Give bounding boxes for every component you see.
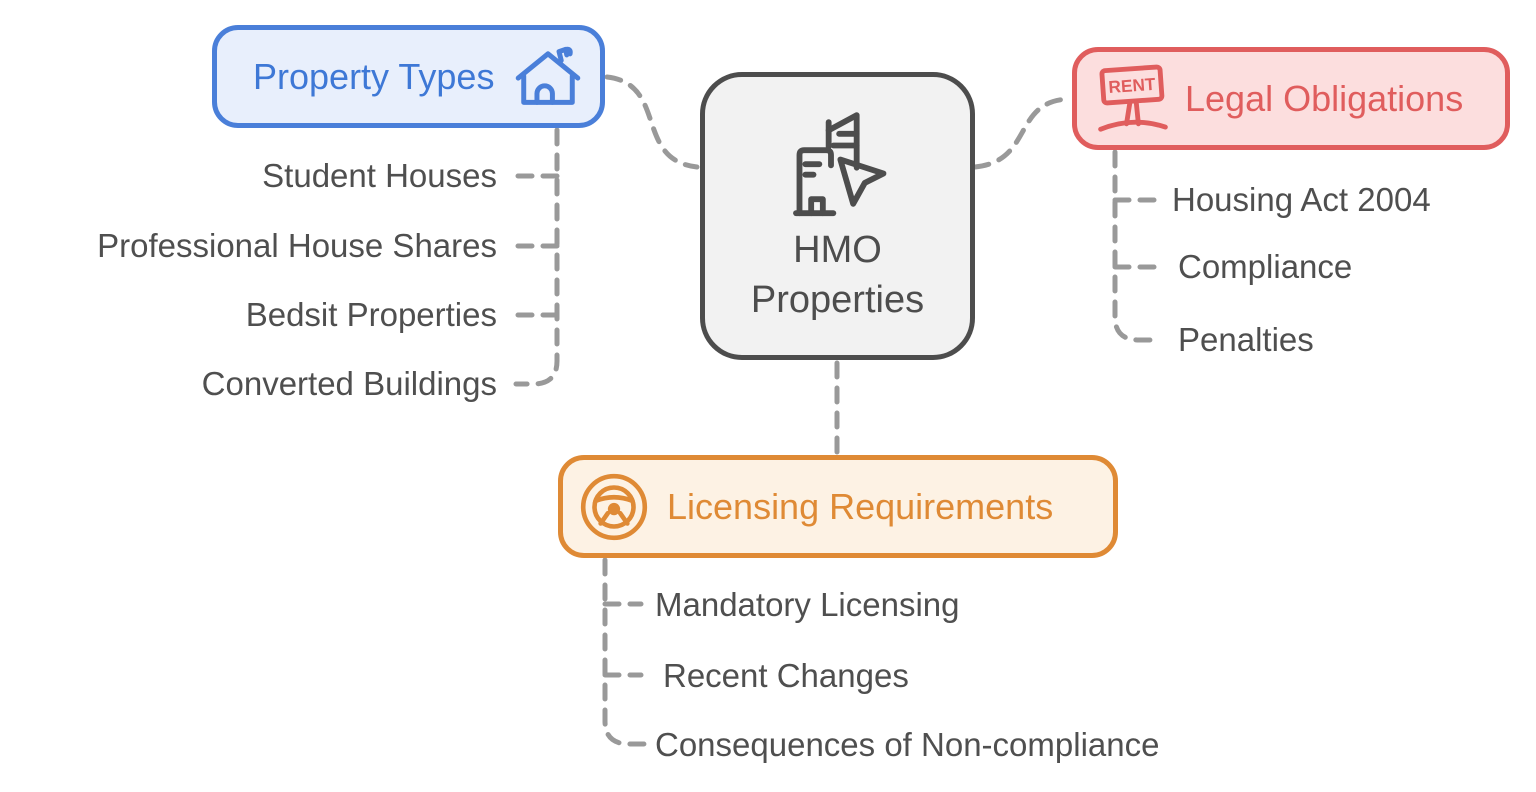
connector-center-to-legal-obligations: [972, 96, 1072, 170]
branch-legal-obligations[interactable]: RENT Legal Obligations: [1072, 47, 1510, 150]
branch-licensing-requirements[interactable]: Licensing Requirements: [558, 455, 1118, 558]
rent-sign-text: RENT: [1108, 73, 1157, 96]
node-converted-buildings[interactable]: Converted Buildings: [201, 365, 497, 402]
tree-property-types-trunk: [513, 127, 560, 387]
branch-property-types[interactable]: Property Types: [212, 25, 605, 128]
node-student-houses[interactable]: Student Houses: [262, 157, 497, 194]
branch-legal-obligations-label: Legal Obligations: [1185, 77, 1464, 119]
center-title: HMO Properties: [751, 225, 924, 325]
node-penalties[interactable]: Penalties: [1178, 321, 1314, 358]
center-title-line2: Properties: [750, 279, 925, 321]
node-professional-house-shares[interactable]: Professional House Shares: [97, 227, 497, 264]
tree-licensing-trunk: [602, 557, 650, 747]
node-housing-act-2004[interactable]: Housing Act 2004: [1172, 181, 1431, 218]
node-recent-changes[interactable]: Recent Changes: [663, 657, 909, 694]
center-title-line1: HMO: [793, 229, 882, 271]
buildings-cursor-icon: [792, 112, 886, 217]
node-consequences-of-non-compliance[interactable]: Consequences of Non-compliance: [655, 726, 1160, 763]
connector-center-to-property-types: [604, 74, 700, 170]
house-icon: [515, 46, 581, 105]
node-bedsit-properties[interactable]: Bedsit Properties: [245, 296, 497, 333]
node-compliance[interactable]: Compliance: [1178, 248, 1353, 285]
branch-licensing-requirements-label: Licensing Requirements: [667, 485, 1054, 527]
steering-wheel-icon: [580, 473, 648, 540]
branch-property-types-label: Property Types: [253, 55, 495, 97]
tree-legal-obligations-trunk: [1112, 149, 1159, 343]
center-node-hmo-properties[interactable]: HMO Properties: [700, 72, 975, 360]
node-mandatory-licensing[interactable]: Mandatory Licensing: [655, 586, 960, 623]
rent-sign-icon: RENT: [1098, 64, 1168, 132]
